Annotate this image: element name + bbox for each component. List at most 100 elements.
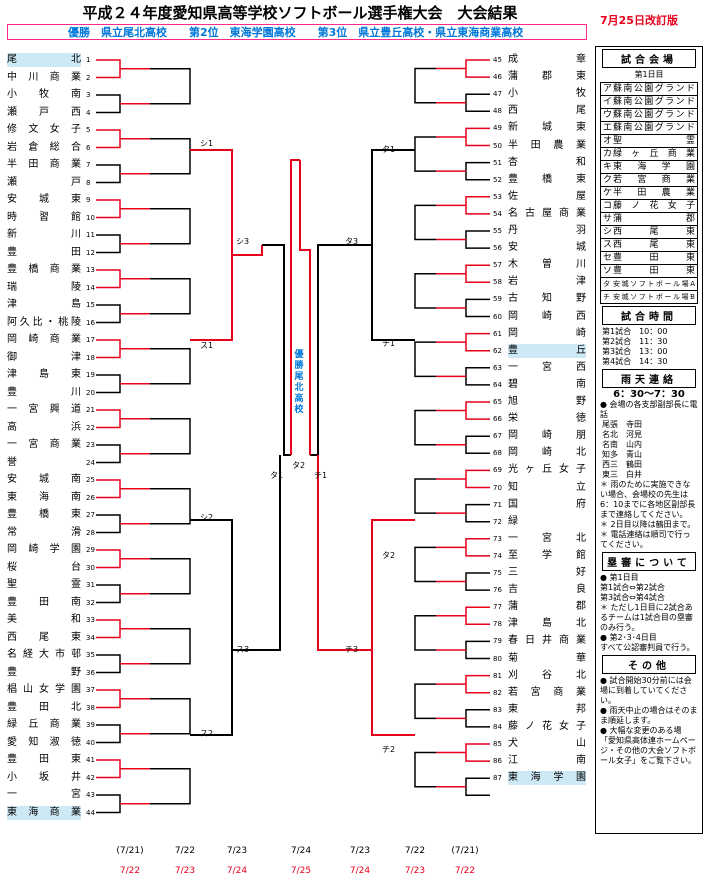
bracket-line (465, 264, 490, 284)
team-name: 成章 (508, 54, 586, 65)
team-name: 丹羽 (508, 225, 586, 236)
team-number: 46 (493, 73, 502, 82)
team-number: 60 (493, 312, 502, 321)
bracket-line (150, 418, 191, 455)
bracket-line (465, 435, 490, 455)
team-name: 豊田東 (7, 754, 81, 765)
bracket-line (96, 304, 121, 324)
team-name: 至学館 (508, 549, 586, 561)
info-line: ＊ 電話連絡は順司で行ってください。 (600, 530, 691, 549)
bracket-line (96, 759, 121, 779)
team-number: 85 (493, 740, 502, 748)
bracket-line (96, 479, 121, 499)
venue-item: ク若宮商業 (600, 173, 698, 186)
venue-item: カ緑ヶ丘商業 (600, 147, 698, 160)
team-name: 豊田北 (7, 701, 81, 713)
bracket-line (96, 654, 121, 674)
bracket-line (96, 269, 121, 289)
team-name: 小坂井 (7, 771, 81, 783)
team-name: 豊橋商業 (7, 264, 81, 275)
team-name: 小牧 (508, 88, 586, 100)
team-name: 菊華 (508, 652, 586, 664)
info-line: 名北 河見 (602, 430, 642, 439)
team-number: 6 (86, 143, 91, 152)
team-number: 75 (493, 569, 502, 577)
bracket-line (465, 606, 490, 626)
team-name: 旭野 (508, 396, 586, 407)
team-number: 50 (493, 141, 502, 150)
round-label: シ2 (200, 513, 213, 522)
other-header: その他 (602, 655, 696, 674)
team-name: 名古屋商業 (508, 207, 586, 219)
team-name: 岩津 (508, 276, 586, 288)
bracket-line (414, 136, 436, 172)
team-name: 岡崎商業 (7, 334, 81, 345)
bracket-line (465, 230, 490, 249)
team-number: 73 (493, 534, 502, 543)
bracket-line (414, 751, 436, 788)
team-name: 修文女子 (7, 124, 81, 135)
team-name: 豊川 (7, 386, 81, 398)
team-name: 東邦 (508, 703, 586, 715)
date-column: (7/21)7/22 (116, 846, 144, 876)
round-label: チ3 (345, 645, 358, 654)
bracket-line (96, 409, 121, 429)
team-number: 42 (86, 773, 95, 782)
bracket-line (96, 444, 121, 464)
info-line: すべて公認審判員で行う。 (600, 643, 695, 652)
team-name: 西尾東 (7, 631, 81, 643)
venue-item: ウ蘇南公園グランド (600, 108, 698, 121)
team-number: 22 (86, 423, 95, 432)
team-name: 御津 (7, 351, 81, 363)
info-line: 第1試合 10：00 (602, 327, 668, 336)
info-line: ● 第2･3･4日目 (600, 633, 657, 642)
bracket-line (150, 558, 191, 595)
team-name: 津島北 (508, 618, 586, 630)
team-number: 27 (86, 511, 95, 519)
team-name: 時習館 (7, 211, 81, 223)
umpire-notes: ● 第1日目第1試合⇔第2試合第3試合⇔第4試合＊ ただし1日目に2試合あるチー… (596, 573, 702, 653)
venue-item: ソ豊田東 (600, 264, 698, 277)
team-number: 21 (86, 406, 95, 414)
team-name: 半田商業 (7, 159, 81, 170)
team-name: 岡崎北 (508, 447, 586, 459)
bracket-line (465, 127, 490, 147)
team-name: 津島 (7, 299, 81, 310)
venue-item: ス西尾東 (600, 238, 698, 251)
info-line: 第3試合⇔第4試合 (600, 593, 665, 602)
team-number: 84 (493, 722, 502, 731)
team-name: 栄徳 (508, 413, 586, 425)
venue-item: イ蘇南公園グランド (600, 95, 698, 108)
team-name: 東海南 (7, 491, 81, 503)
bracket-line (465, 367, 490, 386)
team-number: 38 (86, 703, 95, 712)
team-number: 37 (86, 686, 95, 694)
info-line: ● 試合開始30分前には会場に到着していてください。 (600, 676, 692, 705)
info-line: 西三 鶴田 (602, 460, 642, 469)
team-name: 岡崎朋 (508, 430, 586, 442)
round-label: チ1 (314, 471, 327, 480)
venue-item: ア蘇南公園グランド (600, 82, 698, 95)
team-name: 一宮興道 (7, 404, 81, 415)
bracket-line (150, 768, 191, 805)
team-name: 一宮北 (508, 532, 586, 544)
team-number: 36 (86, 668, 95, 677)
bracket-line (150, 208, 191, 245)
team-name: 豊丘 (508, 343, 586, 358)
bracket-line (96, 549, 121, 569)
team-name: 誉 (7, 456, 17, 468)
result-banner: 優勝 県立尾北高校 第2位 東海学園高校 第3位 県立豊丘高校・県立東海商業高校 (7, 24, 587, 40)
team-name: 知立 (508, 481, 586, 493)
team-number: 82 (493, 688, 502, 697)
team-number: 2 (86, 73, 91, 82)
bracket-line (96, 164, 121, 184)
team-number: 16 (86, 318, 95, 327)
team-name: 安城 (508, 242, 586, 254)
team-number: 14 (86, 283, 95, 292)
team-number: 31 (86, 581, 95, 589)
center-lines (190, 149, 415, 736)
team-number: 44 (86, 808, 95, 817)
bracket-line (150, 628, 191, 665)
bracket-line (96, 94, 121, 114)
bracket-line (465, 640, 490, 660)
